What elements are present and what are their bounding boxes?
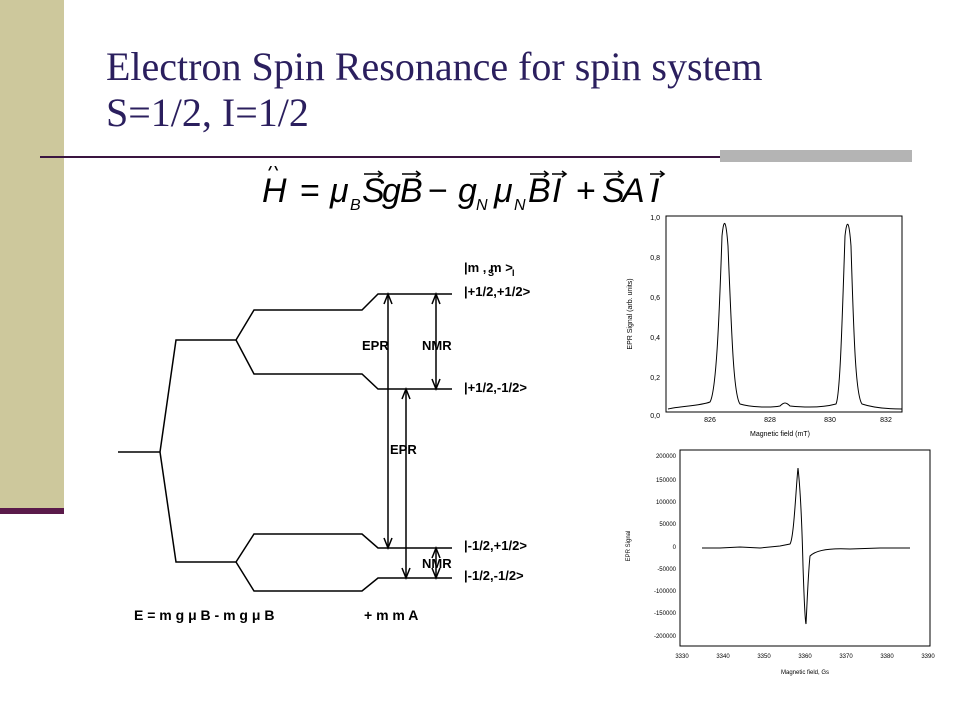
epr1-xlabel: Magnetic field (mT) <box>750 431 810 438</box>
state-header: |m , m > <box>464 260 513 275</box>
state-label-4: |-1/2,-1/2> <box>464 568 524 583</box>
state-label-3: |-1/2,+1/2> <box>464 538 527 553</box>
eq-S: S <box>362 172 385 210</box>
state-label-1: |+1/2,+1/2> <box>464 284 531 299</box>
epr1-spectrum-line <box>667 223 903 410</box>
epr1-ytick-0: 0,0 <box>650 413 660 420</box>
epr2-ytick-4: 0 <box>673 545 677 551</box>
eq-muN: μ <box>493 172 513 210</box>
epr2-spectrum-line <box>702 467 910 625</box>
epr2-ytick-5: -50000 <box>657 567 676 573</box>
state-header-sub-s: S <box>488 268 494 278</box>
slide-sidebar <box>0 0 64 510</box>
sidebar-accent-bar <box>0 508 64 514</box>
epr1-ytick-3: 0,6 <box>650 295 660 302</box>
eq-I2: I <box>650 172 660 210</box>
title-rule-accent <box>720 150 912 162</box>
energy-formula-right: + m m A <box>364 607 418 623</box>
epr2-ytick-2: 100000 <box>656 500 677 506</box>
epr1-ytick-5: 1,0 <box>650 215 660 222</box>
epr1-ytick-2: 0,4 <box>650 335 660 342</box>
epr2-ytick-6: -100000 <box>654 589 677 595</box>
epr-spectrum-2: 200000 150000 100000 50000 0 -50000 -100… <box>626 449 935 676</box>
epr2-ytick-0: 200000 <box>656 454 677 460</box>
epr1-ytick-4: 0,8 <box>650 255 660 262</box>
eq-H: H <box>262 172 287 210</box>
epr2-xtick-6: 3390 <box>921 654 935 660</box>
hamiltonian-equation: H ^ = μ B S g B − g N μ N B I + S A I <box>262 166 666 214</box>
epr2-ytick-7: -150000 <box>654 611 677 617</box>
epr2-xtick-1: 3340 <box>716 654 730 660</box>
eq-A: A <box>620 172 645 210</box>
epr2-xtick-0: 3330 <box>675 654 689 660</box>
epr2-xtick-3: 3360 <box>798 654 812 660</box>
eq-equals: = <box>300 172 320 210</box>
epr1-xtick-0: 826 <box>704 417 716 424</box>
epr1-ylabel: EPR Signal (arb. units) <box>627 278 634 349</box>
epr-spectrum-1: 1,0 0,8 0,6 0,4 0,2 0,0 826 828 830 832 … <box>627 215 903 438</box>
slide-title: Electron Spin Resonance for spin system … <box>106 44 926 136</box>
eq-B: B <box>400 172 423 210</box>
epr2-ylabel: EPR Signal <box>626 531 632 562</box>
epr1-ytick-1: 0,2 <box>650 375 660 382</box>
eq-gN: g <box>458 172 477 210</box>
eq-I: I <box>552 172 562 210</box>
title-line-2: S=1/2, I=1/2 <box>106 90 309 135</box>
eq-hat-icon: ^ <box>268 166 279 183</box>
epr1-xtick-3: 832 <box>880 417 892 424</box>
eq-gN-sub: N <box>476 197 488 214</box>
epr2-xtick-4: 3370 <box>839 654 853 660</box>
title-line-1: Electron Spin Resonance for spin system <box>106 44 763 89</box>
energy-formula-left: E = m g μ B - m g μ B <box>134 607 274 623</box>
eq-muN-sub: N <box>514 197 526 214</box>
eq-g: g <box>382 172 401 210</box>
epr1-xtick-2: 830 <box>824 417 836 424</box>
epr1-xtick-1: 828 <box>764 417 776 424</box>
epr2-ytick-8: -200000 <box>654 634 677 640</box>
state-header-sub-i: I <box>512 268 515 278</box>
energy-level-lines <box>118 291 452 592</box>
eq-B2: B <box>528 172 551 210</box>
energy-level-diagram: |m , m > S I |+1/2,+1/2> |+1/2,-1/2> |-1… <box>118 216 536 648</box>
label-nmr-bottom: NMR <box>422 556 452 571</box>
label-epr-top: EPR <box>362 338 389 353</box>
state-label-2: |+1/2,-1/2> <box>464 380 527 395</box>
epr1-frame <box>665 215 903 413</box>
eq-muB: μ <box>329 172 349 210</box>
epr2-xlabel: Magnetic field, Gs <box>781 670 829 676</box>
eq-minus: − <box>428 172 448 210</box>
epr2-xtick-5: 3380 <box>880 654 894 660</box>
eq-muB-sub: B <box>350 197 361 214</box>
label-nmr-top: NMR <box>422 338 452 353</box>
epr2-frame <box>679 449 931 647</box>
epr2-ytick-3: 50000 <box>659 522 676 528</box>
eq-vector-arrows-icon <box>364 170 666 178</box>
eq-plus: + <box>576 172 596 210</box>
title-rule <box>40 156 912 158</box>
label-epr-mid: EPR <box>390 442 417 457</box>
eq-S2: S <box>602 172 625 210</box>
epr2-ytick-1: 150000 <box>656 478 677 484</box>
epr2-xtick-2: 3350 <box>757 654 771 660</box>
